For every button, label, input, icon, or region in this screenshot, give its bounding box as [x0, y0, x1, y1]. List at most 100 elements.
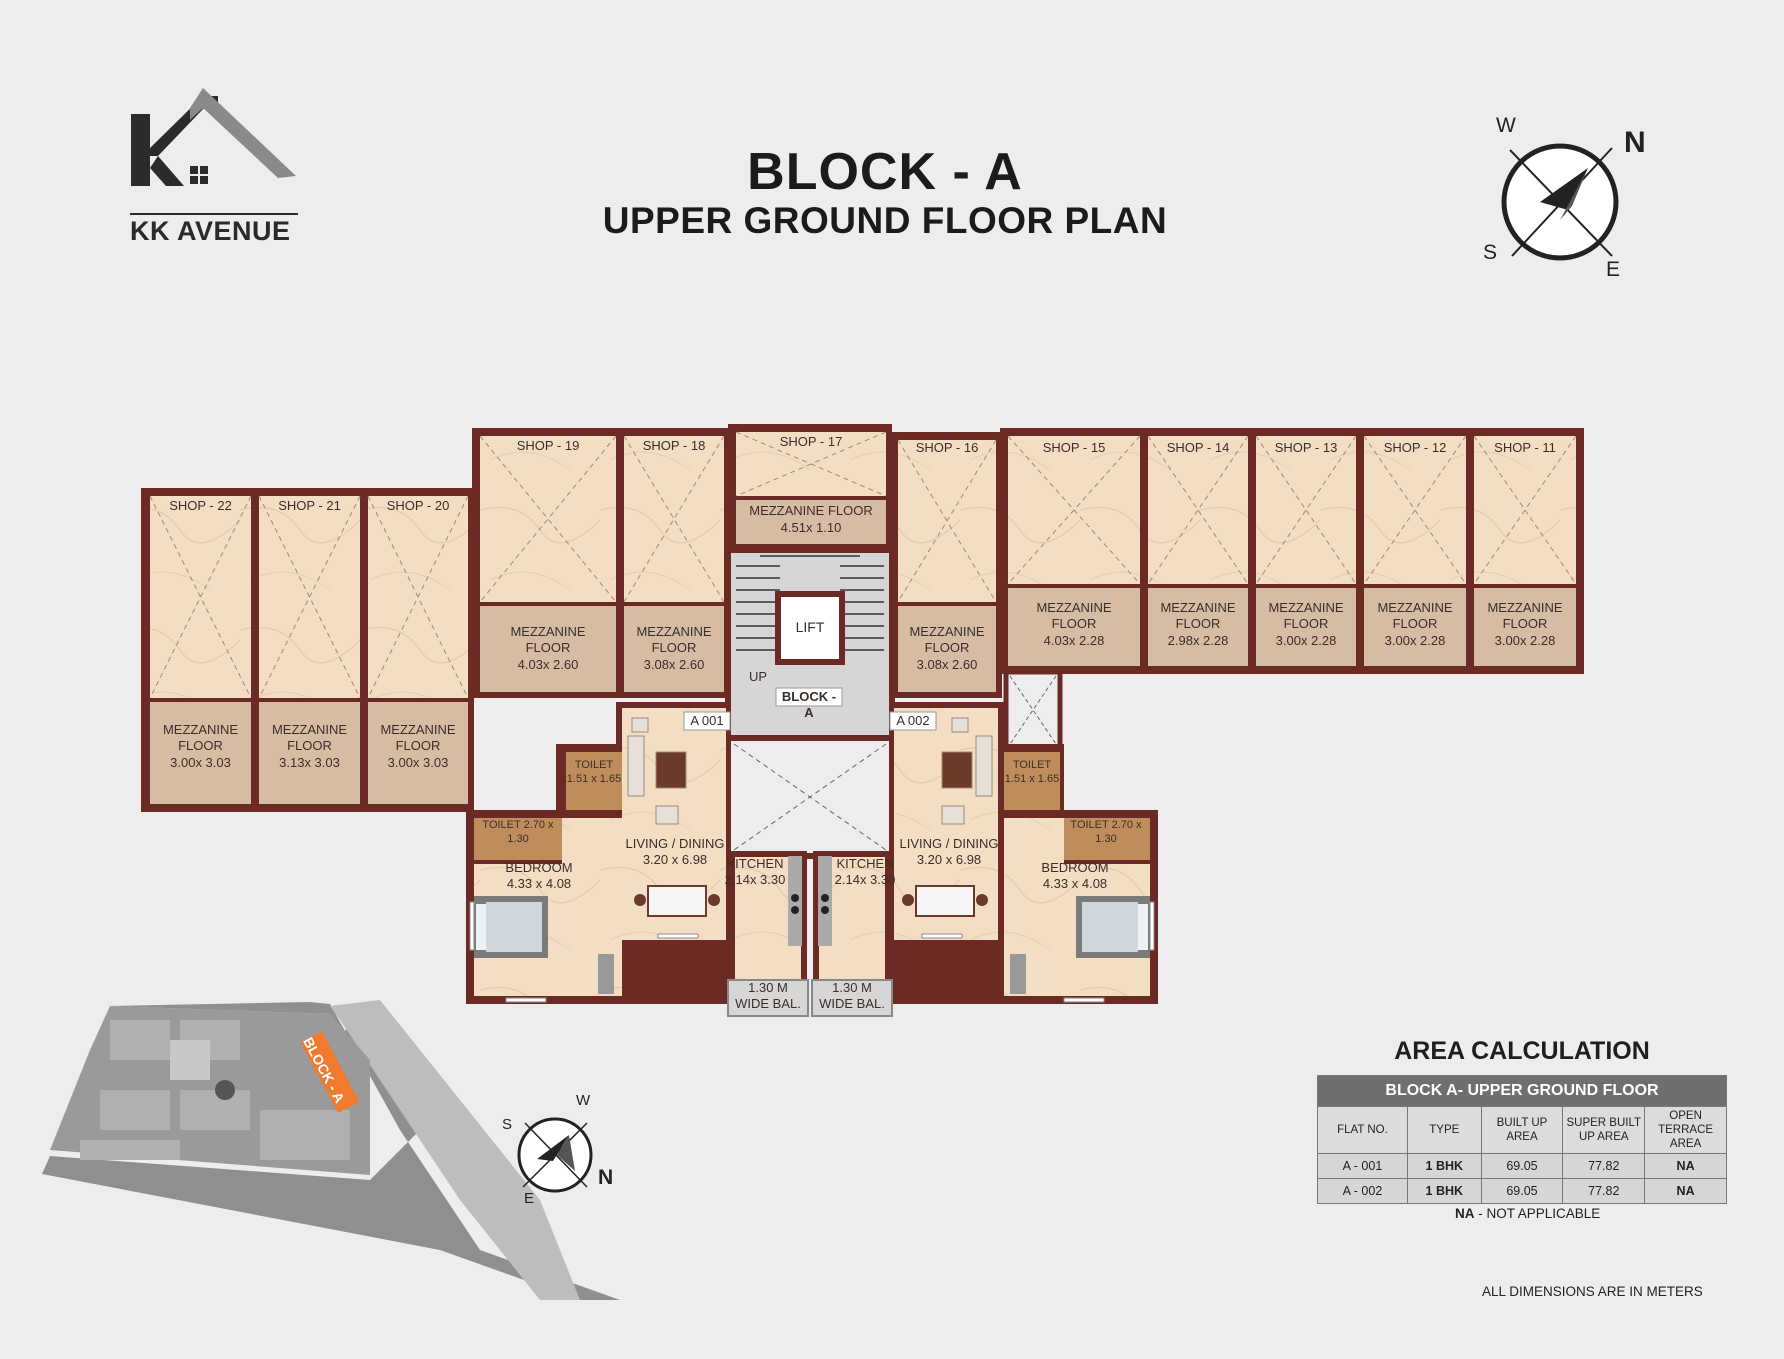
shop-16-mezzanine-size: 3.08x 2.60: [916, 657, 978, 672]
area-cell: A - 001: [1317, 1153, 1408, 1179]
na-note: - NOT APPLICABLE: [1474, 1206, 1601, 1221]
flat-a001-balcony-label-2: WIDE BAL.: [735, 996, 801, 1011]
shop-20-mezzanine-size: 3.00x 3.03: [387, 755, 449, 770]
shop-19-mezzanine-label: MEZZANINE FLOOR: [510, 624, 586, 655]
page-subtitle: UPPER GROUND FLOOR PLAN: [602, 200, 1168, 241]
compass-south-label: S: [1483, 241, 1498, 264]
area-header-flat-no: FLAT NO.: [1317, 1106, 1408, 1154]
key-compass-north-label: N: [598, 1166, 614, 1189]
shop-14-mezzanine-label: MEZZANINE FLOOR: [1160, 600, 1236, 631]
logo-brand-text: KK AVENUE: [130, 216, 291, 246]
shop-16-mezzanine-label: MEZZANINE FLOOR: [909, 624, 985, 655]
shop-11-mezzanine-size: 3.00x 2.28: [1494, 633, 1556, 648]
shop-17-mezzanine-size: 4.51x 1.10: [780, 520, 842, 535]
flat-a001-toilet-1: TOILET 1.51 x 1.65: [566, 759, 622, 785]
flat-a002-kitchen-size: 2.14x 3.30: [834, 872, 896, 887]
area-cell: 77.82: [1562, 1178, 1646, 1204]
na-key: NA: [1455, 1206, 1475, 1221]
area-header-type: TYPE: [1406, 1106, 1482, 1154]
shop-19-mezzanine-size: 4.03x 2.60: [517, 657, 579, 672]
flat-a002-living-label: LIVING / DINING: [899, 836, 999, 851]
shop-21-label: SHOP - 21: [278, 498, 341, 513]
area-cell: 69.05: [1480, 1153, 1564, 1179]
area-cell: NA: [1644, 1178, 1727, 1204]
flat-a002-toilet-1: TOILET 1.51 x 1.65: [1004, 759, 1060, 785]
shop-20-label: SHOP - 20: [386, 498, 450, 513]
compass-icon: [1501, 143, 1619, 261]
shop-13-label: SHOP - 13: [1274, 440, 1338, 455]
shop-16-label: SHOP - 16: [915, 440, 979, 455]
shop-11-mezzanine-label: MEZZANINE FLOOR: [1487, 600, 1563, 631]
na-legend: NA - NOT APPLICABLE: [1455, 1206, 1600, 1221]
table-row: A - 002 1 BHK 69.05 77.82 NA: [1317, 1178, 1727, 1204]
shop-14-mezzanine-size: 2.98x 2.28: [1167, 633, 1229, 648]
area-cell: 1 BHK: [1406, 1178, 1482, 1204]
area-header-built-up: BUILT UP AREA: [1480, 1106, 1564, 1154]
logo-divider: [130, 213, 298, 215]
area-cell: 1 BHK: [1406, 1153, 1482, 1179]
stair-up-label: UP: [748, 669, 768, 684]
area-table-caption: BLOCK A- UPPER GROUND FLOOR: [1317, 1075, 1727, 1107]
flat-a002-kitchen-label: KITCHEN: [836, 856, 894, 871]
bed-icon: [474, 896, 1150, 958]
compass-north-label: N: [1624, 126, 1646, 159]
key-compass-west-label: W: [576, 1092, 591, 1109]
area-calculation-title: AREA CALCULATION: [1394, 1037, 1650, 1065]
compass-east-label: E: [1606, 258, 1621, 281]
flat-a002-toilet-2: TOILET 2.70 x 1.30: [1070, 819, 1142, 845]
shop-20-mezzanine-label: MEZZANINE FLOOR: [380, 722, 456, 753]
area-cell: 77.82: [1562, 1153, 1646, 1179]
lift-label: LIFT: [795, 619, 825, 635]
flat-a001-bedroom-label: BEDROOM: [505, 860, 573, 875]
shop-15-mezzanine-size: 4.03x 2.28: [1043, 633, 1105, 648]
key-plan-compass-icon: [517, 1117, 593, 1193]
shop-18-label: SHOP - 18: [642, 438, 706, 453]
shop-13-mezzanine-size: 3.00x 2.28: [1275, 633, 1337, 648]
flat-a002-tag: A 002: [896, 713, 930, 728]
flat-a001-kitchen-label: KITCHEN: [726, 856, 784, 871]
dimensions-note: ALL DIMENSIONS ARE IN METERS: [1482, 1284, 1703, 1299]
flat-a001-living-label: LIVING / DINING: [625, 836, 725, 851]
key-plan-map: [42, 1000, 620, 1300]
flat-a002-bedroom-label: BEDROOM: [1041, 860, 1109, 875]
compass-west-label: W: [1496, 114, 1516, 137]
area-header-super-built-up: SUPER BUILT UP AREA: [1562, 1106, 1646, 1154]
shop-13-mezzanine-label: MEZZANINE FLOOR: [1268, 600, 1344, 631]
flat-a001-bedroom-size: 4.33 x 4.08: [506, 876, 572, 891]
area-cell: 69.05: [1480, 1178, 1564, 1204]
area-cell: NA: [1644, 1153, 1727, 1179]
flat-a001-tag: A 001: [690, 713, 724, 728]
flat-a002-living-size: 3.20 x 6.98: [916, 852, 982, 867]
area-header-open-terrace: OPEN TERRACE AREA: [1644, 1106, 1727, 1154]
shop-11-label: SHOP - 11: [1494, 440, 1556, 455]
block-a-core-label: BLOCK - A: [781, 689, 837, 720]
shop-18-mezzanine-label: MEZZANINE FLOOR: [636, 624, 712, 655]
shop-14-label: SHOP - 14: [1166, 440, 1230, 455]
shop-15-label: SHOP - 15: [1042, 440, 1106, 455]
key-compass-east-label: E: [524, 1190, 535, 1207]
house-roof-logo-icon: [131, 88, 296, 186]
shop-18-mezzanine-size: 3.08x 2.60: [643, 657, 705, 672]
table-row: A - 001 1 BHK 69.05 77.82 NA: [1317, 1153, 1727, 1179]
shop-21-mezzanine-size: 3.13x 3.03: [279, 755, 340, 770]
shop-17-mezzanine-label: MEZZANINE FLOOR: [749, 503, 873, 518]
area-cell: A - 002: [1317, 1178, 1408, 1204]
shop-19-label: SHOP - 19: [516, 438, 580, 453]
shop-22-mezzanine-size: 3.00x 3.03: [170, 755, 231, 770]
shop-21-mezzanine-label: MEZZANINE FLOOR: [271, 722, 348, 753]
flat-a002-bedroom-size: 4.33 x 4.08: [1042, 876, 1108, 891]
area-calculation-table: BLOCK A- UPPER GROUND FLOOR FLAT NO. TYP…: [1317, 1075, 1727, 1204]
flat-a001-kitchen-size: 2.14x 3.30: [724, 872, 786, 887]
key-compass-south-label: S: [502, 1116, 513, 1133]
shop-17-label: SHOP - 17: [779, 434, 843, 449]
flat-a002-balcony-label-2: WIDE BAL.: [819, 996, 885, 1011]
flat-a001-living-size: 3.20 x 6.98: [642, 852, 708, 867]
shop-12-mezzanine-size: 3.00x 2.28: [1384, 633, 1446, 648]
flat-a001-balcony-label: 1.30 M: [748, 980, 788, 995]
shop-22-mezzanine-label: MEZZANINE FLOOR: [162, 722, 239, 753]
flat-a002-balcony-label: 1.30 M: [832, 980, 872, 995]
shop-12-label: SHOP - 12: [1383, 440, 1447, 455]
flat-a001-toilet-2: TOILET 2.70 x 1.30: [482, 819, 554, 845]
shop-15-mezzanine-label: MEZZANINE FLOOR: [1036, 600, 1112, 631]
